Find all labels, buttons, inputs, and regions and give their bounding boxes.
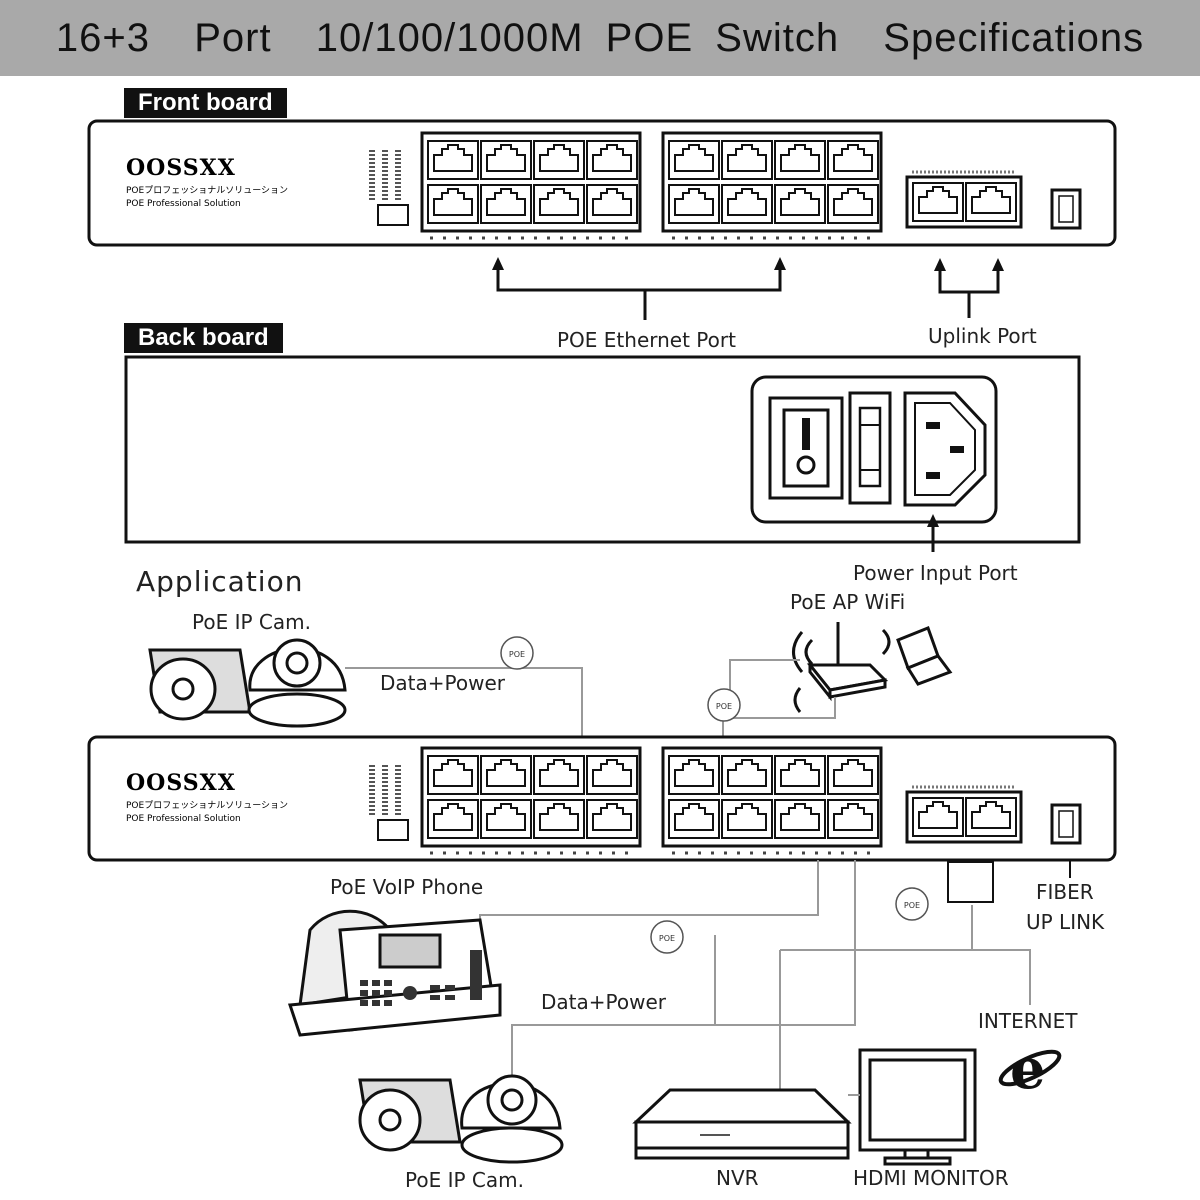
- app-brand: OOSSXX: [126, 770, 236, 796]
- monitor-icon: [858, 1048, 977, 1166]
- wifi-router-icon: [792, 622, 891, 713]
- label-poe-voip-phone: PoE VoIP Phone: [330, 875, 484, 899]
- svg-text:POE: POE: [659, 934, 675, 943]
- label-data-power-top: Data+Power: [380, 671, 505, 695]
- label-data-power-bottom: Data+Power: [541, 990, 666, 1014]
- title-bar: 16+3 Port 10/100/1000M POE Switch Specif…: [0, 0, 1200, 76]
- ip-camera-icon: [148, 638, 347, 728]
- front-subtitle-en: POE Professional Solution: [126, 199, 241, 209]
- front-poe-ports-1-8: [422, 133, 640, 231]
- uplink-bracket: [938, 264, 1000, 318]
- label-poe-ap-wifi: PoE AP WiFi: [790, 590, 906, 614]
- label-application: Application: [136, 565, 304, 598]
- svg-text:POE: POE: [716, 702, 732, 711]
- page-title: 16+3 Port 10/100/1000M POE Switch Specif…: [55, 15, 1145, 60]
- svg-text:POE: POE: [904, 901, 920, 910]
- internet-explorer-icon: e: [998, 1036, 1062, 1102]
- label-up-link: UP LINK: [1026, 910, 1105, 934]
- back-switch: [124, 355, 1081, 544]
- poe-ethernet-bracket: [496, 262, 782, 320]
- front-brand: OOSSXX: [126, 155, 236, 181]
- app-subtitle-en: POE Professional Solution: [126, 814, 241, 824]
- front-subtitle-jp: POEプロフェッショナルソリューション: [126, 185, 288, 196]
- label-nvr: NVR: [716, 1166, 759, 1190]
- back-board-tag: Back board: [124, 323, 283, 353]
- label-uplink-port: Uplink Port: [928, 324, 1037, 348]
- laptop-icon: [896, 626, 953, 686]
- front-board-tag: Front board: [124, 88, 287, 118]
- label-fiber: FIBER: [1036, 880, 1094, 904]
- poe-badge: POE: [895, 887, 929, 921]
- app-subtitle-jp: POEプロフェッショナルソリューション: [126, 800, 288, 811]
- poe-badge: POE: [650, 920, 684, 954]
- label-poe-ip-cam-bottom: PoE IP Cam.: [405, 1168, 524, 1192]
- label-poe-ip-cam-top: PoE IP Cam.: [192, 610, 311, 634]
- front-switch: OOSSXX POEプロフェッショナルソリューション POE Professio…: [87, 119, 1117, 247]
- label-hdmi-monitor: HDMI MONITOR: [853, 1166, 1009, 1190]
- label-power-input-port: Power Input Port: [853, 561, 1018, 585]
- voip-phone-icon: [287, 909, 502, 1037]
- poe-badge: POE: [500, 636, 534, 670]
- label-internet: INTERNET: [978, 1009, 1078, 1033]
- cam-cable-top: [345, 667, 583, 740]
- front-poe-ports-9-16: [663, 133, 881, 231]
- front-led-block: [377, 204, 409, 226]
- svg-text:POE: POE: [509, 650, 525, 659]
- nvr-icon: [632, 1088, 852, 1160]
- application-switch: OOSSXX POEプロフェッショナルソリューション POE Professio…: [87, 735, 1117, 862]
- label-poe-ethernet-port: POE Ethernet Port: [557, 328, 736, 352]
- ip-camera-icon: [358, 1074, 564, 1164]
- fiber-module: [947, 861, 994, 903]
- svg-text:e: e: [1010, 1036, 1046, 1102]
- poe-badge: POE: [707, 688, 741, 722]
